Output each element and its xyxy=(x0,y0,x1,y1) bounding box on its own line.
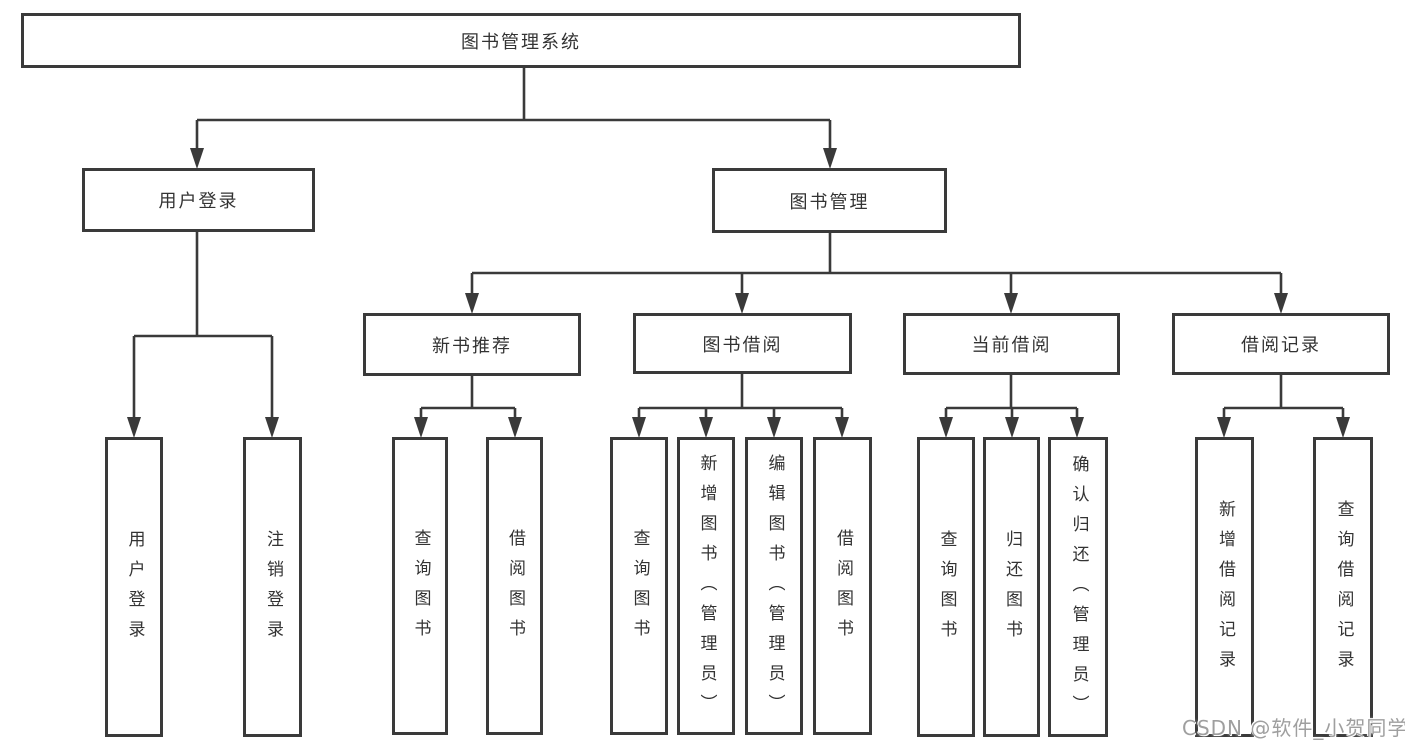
node-label: 注销登录 xyxy=(263,530,283,650)
node-book-borrow: 图书借阅 xyxy=(633,313,852,374)
leaf-query-books-current: 查询图书 xyxy=(917,437,975,737)
csdn-watermark: CSDN @软件_小贺同学 xyxy=(1182,716,1405,740)
leaf-return-books: 归还图书 xyxy=(983,437,1040,737)
node-label: 查询图书 xyxy=(936,530,957,650)
node-label: 图书管理 xyxy=(789,191,870,213)
node-label: 查询图书 xyxy=(629,529,650,649)
leaf-query-books-borrow: 查询图书 xyxy=(610,437,668,735)
leaf-edit-books-admin: 编辑图书（管理员） xyxy=(745,437,803,735)
node-label: 借阅图书 xyxy=(505,529,525,649)
node-label: 借阅图书 xyxy=(833,529,853,649)
leaf-user-login: 用户登录 xyxy=(105,437,163,737)
node-label: 新增图书（管理员） xyxy=(696,454,717,724)
leaf-query-books-recommend: 查询图书 xyxy=(392,437,448,735)
node-label: 归还图书 xyxy=(1002,530,1022,650)
node-user-login: 用户登录 xyxy=(82,168,315,232)
node-book-management: 图书管理 xyxy=(712,168,947,233)
node-label: 编辑图书（管理员） xyxy=(764,454,785,724)
arrowheads xyxy=(127,148,1350,438)
node-current-borrow: 当前借阅 xyxy=(903,313,1120,375)
node-label: 查询图书 xyxy=(410,529,431,649)
leaf-confirm-return-admin: 确认归还（管理员） xyxy=(1048,437,1108,737)
node-label: 借阅记录 xyxy=(1241,335,1321,356)
node-label: 用户登录 xyxy=(124,530,145,650)
node-label: 确认归还（管理员） xyxy=(1068,455,1089,725)
leaf-borrow-books-recommend: 借阅图书 xyxy=(486,437,543,735)
node-label: 图书管理系统 xyxy=(461,31,581,53)
node-label: 当前借阅 xyxy=(971,335,1052,356)
leaf-query-borrow-record: 查询借阅记录 xyxy=(1313,437,1373,737)
node-borrow-records: 借阅记录 xyxy=(1172,313,1390,375)
node-new-book-recommend: 新书推荐 xyxy=(363,313,581,376)
node-label: 新增借阅记录 xyxy=(1215,500,1235,680)
node-label: 查询借阅记录 xyxy=(1333,500,1354,680)
node-library-management-system: 图书管理系统 xyxy=(21,13,1021,68)
leaf-logout: 注销登录 xyxy=(243,437,302,737)
leaf-add-books-admin: 新增图书（管理员） xyxy=(677,437,735,735)
leaf-add-borrow-record: 新增借阅记录 xyxy=(1195,437,1254,737)
node-label: 图书借阅 xyxy=(702,334,783,356)
node-label: 新书推荐 xyxy=(432,335,512,357)
node-label: 用户登录 xyxy=(158,191,239,212)
leaf-borrow-books: 借阅图书 xyxy=(813,437,872,735)
